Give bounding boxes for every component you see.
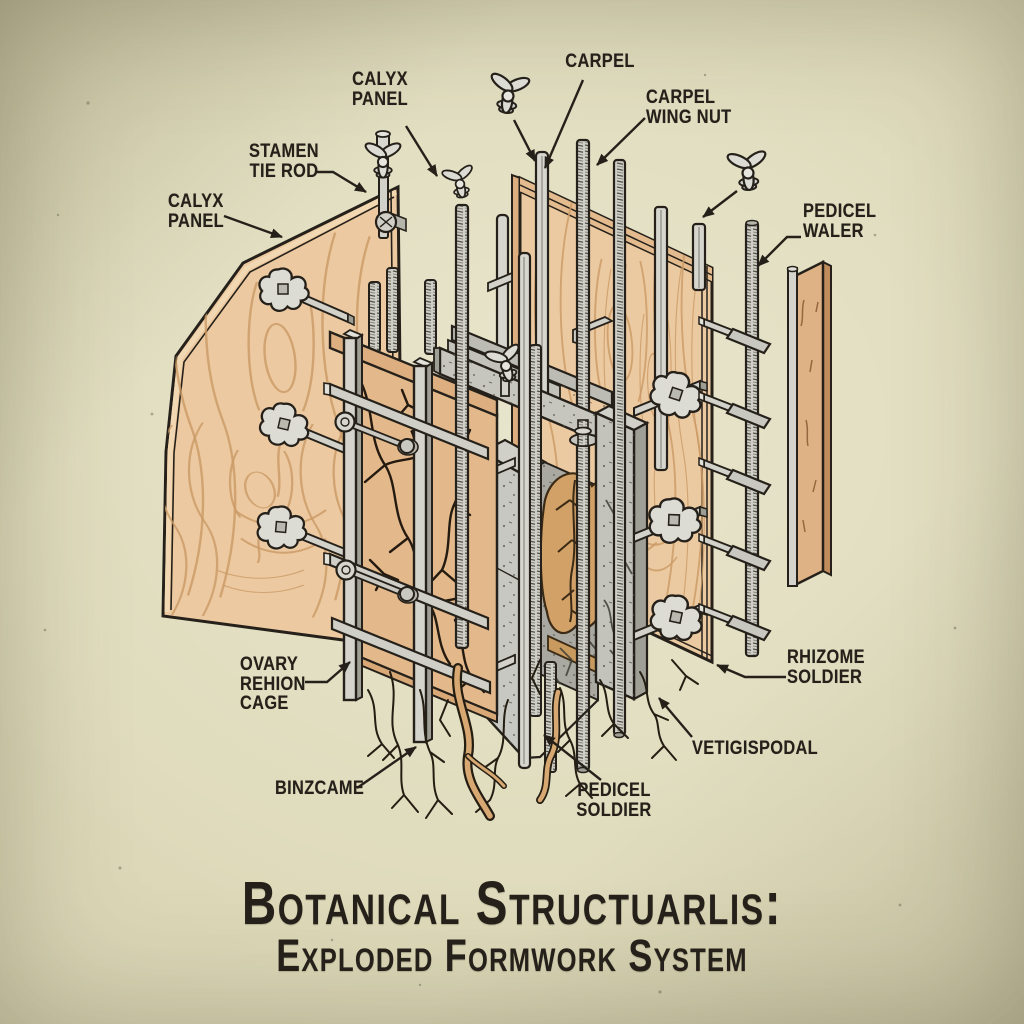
label-pedicel-soldier: PEDICEL SOLDIER (576, 779, 652, 821)
label-ovary-rehion-cage: OVARY REHION CAGE (240, 653, 306, 714)
label-vetigispodal: VETIGISPODAL (692, 737, 818, 759)
wing-nut-icon (438, 161, 481, 202)
label-calyx-panel-left: CALYX PANEL (168, 190, 224, 232)
wing-nut-icon (723, 146, 772, 193)
label-calyx-panel-top: CALYX PANEL (352, 68, 408, 110)
pedicel-waler-graphic (786, 259, 832, 588)
label-rhizome-soldier: RHIZOME SOLDIER (787, 646, 865, 688)
pedicel-soldier-rebar (454, 203, 470, 650)
concrete-form-graphic (433, 138, 650, 774)
title-block: Botanical Structuarlis: Exploded Formwor… (0, 869, 1024, 981)
root-system-graphic (367, 659, 699, 821)
label-binzcame: BINZCAME (275, 777, 365, 799)
rebar-ladder-graphic (698, 219, 772, 658)
ovary-cage-graphic (323, 203, 499, 744)
ladder-rungs (698, 315, 772, 642)
label-stamen-tie-rod: STAMEN TIE ROD (249, 140, 319, 182)
rebar-rods-upper-left (368, 267, 437, 355)
poster-title: Botanical Structuarlis: (241, 869, 783, 937)
carpel-wing-nut-clamps (633, 367, 708, 643)
wing-nut-icon (483, 68, 534, 117)
label-pedicel-waler: PEDICEL WALER (803, 200, 877, 242)
label-carpel-wing-nut: CARPEL WING NUT (646, 86, 732, 128)
paper-flecks (43, 73, 957, 994)
leader-arrows (223, 79, 801, 789)
poster-subtitle: Exploded Formwork System (276, 930, 748, 981)
label-carpel: CARPEL (565, 50, 635, 72)
